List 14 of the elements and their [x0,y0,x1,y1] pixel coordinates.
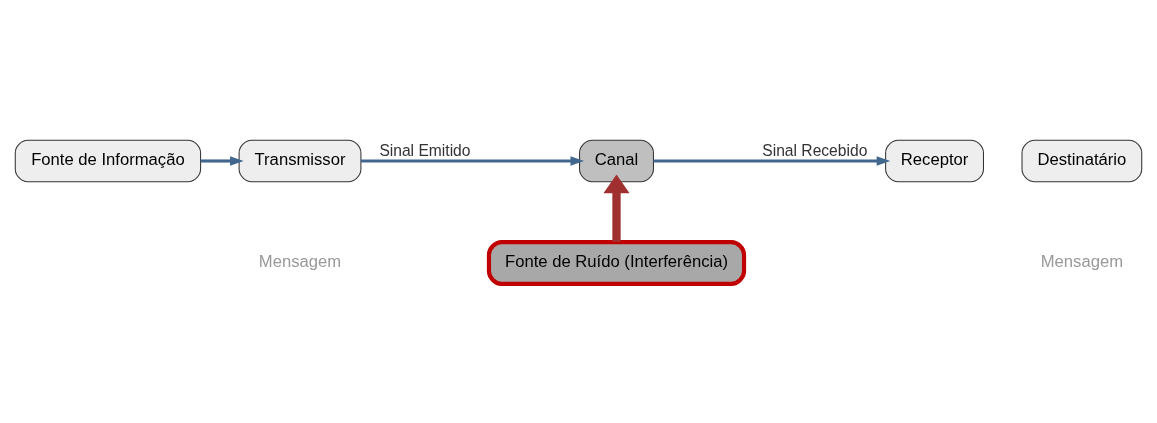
edge-label: Sinal Emitido [379,141,471,159]
label: Mensagem [258,251,342,271]
node-box: Receptor [885,139,984,182]
node-box: Canal [579,139,654,182]
node-box: Transmissor [238,139,362,182]
arrow [603,174,630,242]
node-box: Fonte de Ruído (Interferência) [486,239,747,286]
node-box: Fonte de Informação [14,139,202,182]
arrow [200,155,244,166]
arrow [360,155,585,166]
arrow [653,155,891,166]
node-box: Destinatário [1021,139,1143,182]
label: Mensagem [1040,251,1124,271]
edge-label: Sinal Recebido [762,141,868,159]
